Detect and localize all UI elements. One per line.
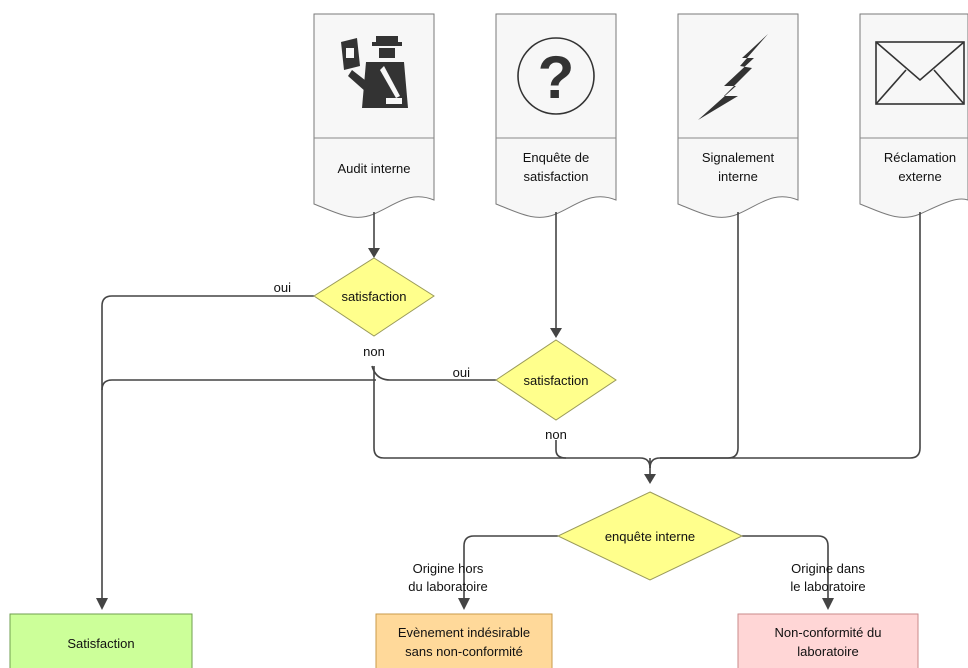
source-audit-interne: Audit interne [313, 13, 435, 218]
source-label-complaint-line2: externe [898, 169, 941, 184]
branch-label-internal-origin-line1: Origine dans [791, 561, 865, 576]
source-label-survey-line1: Enquête de [523, 150, 590, 165]
source-label-internal-report-line2: interne [718, 169, 758, 184]
outcome-label-line1: Non-conformité du [775, 625, 882, 640]
source-signalement-interne: Signalement interne [677, 13, 799, 218]
outcome-label-line2: sans non-conformité [405, 644, 523, 659]
branch-label-internal-origin-line2: le laboratoire [790, 579, 865, 594]
decision-enquete-interne: enquête interne [556, 491, 744, 581]
branch-label-oui-2: oui [453, 365, 470, 380]
branch-label-external-origin-line1: Origine hors [413, 561, 484, 576]
outcome-label: Satisfaction [67, 636, 134, 651]
decision-satisfaction-2: satisfaction [495, 339, 617, 421]
branch-label-external-origin-line2: du laboratoire [408, 579, 488, 594]
decision-satisfaction-1: satisfaction [313, 257, 435, 337]
outcome-nonconformity: Non-conformité du laboratoire [737, 613, 919, 668]
diamond-shape [313, 257, 435, 337]
source-label-survey-line2: satisfaction [523, 169, 588, 184]
outcome-undesirable-event: Evènement indésirable sans non-conformit… [375, 613, 553, 668]
outcome-label-line2: laboratoire [797, 644, 858, 659]
branch-label-non-2: non [545, 427, 567, 442]
outcome-label-line1: Evènement indésirable [398, 625, 530, 640]
branch-label-oui-1: oui [274, 280, 291, 295]
outcome-satisfaction: Satisfaction [9, 613, 193, 668]
decision-label: satisfaction [341, 289, 406, 304]
decision-label: enquête interne [605, 529, 695, 544]
source-label-complaint-line1: Réclamation [884, 150, 956, 165]
question-mark-icon: ? [517, 37, 595, 115]
branch-label-non-1: non [363, 344, 385, 359]
diamond-shape [556, 491, 744, 581]
source-reclamation-externe: Réclamation externe [859, 13, 968, 218]
document-shape-internal-report [677, 13, 799, 218]
source-label-internal-report-line1: Signalement [702, 150, 775, 165]
decision-label: satisfaction [523, 373, 588, 388]
connectors [96, 212, 921, 610]
svg-text:?: ? [538, 44, 575, 111]
source-enquete-satisfaction: ? Enquête de satisfaction [495, 13, 617, 218]
police-officer-icon [341, 36, 408, 108]
source-label-audit: Audit interne [338, 161, 411, 176]
envelope-icon [875, 41, 965, 105]
diamond-shape [495, 339, 617, 421]
